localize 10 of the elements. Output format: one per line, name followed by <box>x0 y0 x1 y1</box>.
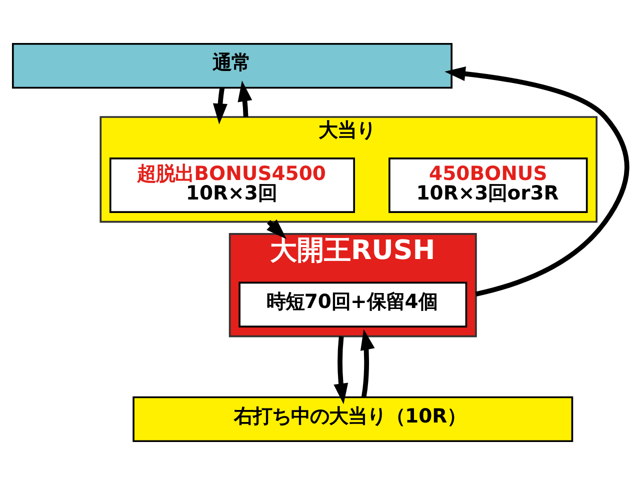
node-box: 通常 <box>12 42 452 88</box>
arrow <box>444 66 630 296</box>
node-box: 450BONUS 10R×3回or3R <box>388 157 588 212</box>
arrow <box>360 328 375 397</box>
node-box: 超脱出BONUS4500 10R×3回 <box>109 157 356 212</box>
arrow <box>238 80 252 117</box>
arrow <box>334 336 348 404</box>
node-box: 右打ち中の大当り（10R） <box>132 396 574 442</box>
node-box: 時短70回+保留4個 <box>238 281 468 327</box>
arrow <box>212 87 228 124</box>
